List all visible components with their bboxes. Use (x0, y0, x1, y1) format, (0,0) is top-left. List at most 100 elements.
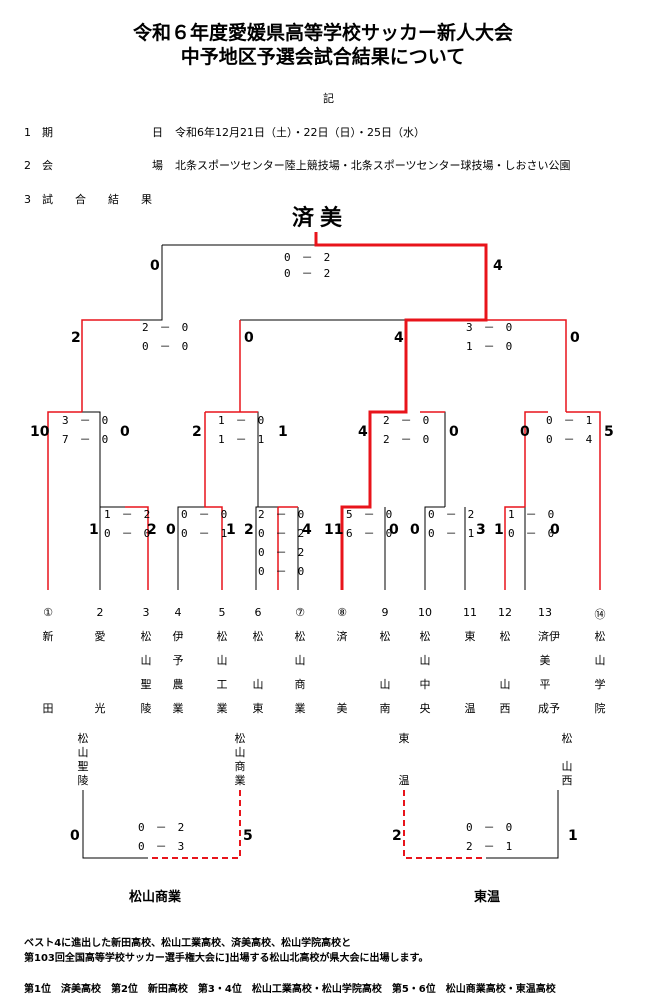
bracket-line (82, 790, 148, 859)
quarter-left-score: 0 (520, 424, 530, 440)
playoff-line-win (403, 790, 486, 859)
team-name: 松山工業 (216, 630, 228, 715)
team-name: 松山南 (379, 630, 391, 715)
semi-score-line: 3 － 0 (466, 321, 513, 334)
venue-value: 北条スポーツセンター陸上競技場・北条スポーツセンター球技場・しおさい公園 (175, 159, 571, 172)
r1-score-line: 2 － 0 (258, 508, 305, 521)
playoff-right-score: 5 (243, 828, 253, 844)
r1-score-line: 1 － 0 (508, 508, 555, 521)
r1-left-score: 11 (324, 522, 344, 538)
bracket-line-win (566, 411, 601, 590)
note-line-2: 第103回全国高等学校サッカー選手権大会に]出場する松山北高校が県大会に出場しま… (24, 953, 429, 964)
team-number: 5 (218, 606, 226, 619)
bracket-line-win (524, 411, 548, 507)
team-name: 松山商業 (294, 630, 306, 715)
bracket-line-win (47, 411, 82, 590)
title-line-1: 令和６年度愛媛県高等学校サッカー新人大会 (132, 22, 513, 44)
playoff-left-score: 2 (392, 828, 402, 844)
team-number: ① (43, 606, 53, 619)
team-number: 2 (96, 606, 104, 619)
bracket-line-win (81, 319, 140, 412)
r1-left-score: 2 (244, 522, 254, 538)
team-number: 3 (142, 606, 150, 619)
team-number: 6 (254, 606, 262, 619)
team-name: 松山西 (499, 630, 511, 715)
results-label: 3 試 合 結 果 (24, 193, 152, 206)
semi-left-score: 2 (71, 330, 81, 346)
r1-score-line: 0 － 1 (181, 527, 228, 540)
bracket-line-win (504, 506, 525, 590)
final-left-score: 0 (150, 258, 160, 274)
r1-score-line: 0 － 0 (181, 508, 228, 521)
r1-right-score: 1 (226, 522, 236, 538)
quarter-left-score: 4 (358, 424, 368, 440)
semi-right-score: 0 (570, 330, 580, 346)
team-number: ⑦ (295, 606, 305, 619)
r1-score-line: 0 － 0 (508, 527, 555, 540)
bracket-line (255, 506, 278, 590)
r1-right-score: 4 (302, 522, 312, 538)
bracket-line-win (125, 506, 149, 590)
quarter-score-line: 1 － 0 (218, 414, 265, 427)
quarter-score-line: 7 － 0 (62, 433, 109, 446)
semi-score-line: 1 － 0 (466, 340, 513, 353)
quarter-score-line: 0 － 4 (546, 433, 593, 446)
bracket-line (486, 790, 559, 859)
playoff-winner: 松山商業 (129, 890, 182, 905)
quarter-right-score: 5 (604, 424, 614, 440)
bracket-line-win (204, 412, 223, 590)
team-name: 松山中央 (419, 630, 431, 715)
r1-left-score: 0 (410, 522, 420, 538)
r1-score-line: 1 － 2 (104, 508, 151, 521)
ki-label: 記 (323, 92, 334, 105)
r1-score-line: 5 － 0 (346, 508, 393, 521)
quarter-score-line: 2 － 0 (383, 433, 430, 446)
quarter-score-line: 1 － 1 (218, 433, 265, 446)
playoff-score-line: 0 － 0 (466, 821, 513, 834)
team-name: 松山聖陵 (140, 630, 152, 715)
team-number: 10 (418, 606, 432, 619)
semi-score-line: 0 － 0 (142, 340, 189, 353)
team-name: 東温 (464, 630, 476, 715)
r1-score-line: 0 － 2 (258, 546, 305, 559)
final-score-line: 0 － 2 (284, 251, 331, 264)
team-name: 松山学院 (594, 630, 606, 715)
r1-left-score: 1 (494, 522, 504, 538)
team-number: ⑧ (337, 606, 347, 619)
quarter-right-score: 0 (449, 424, 459, 440)
period-value: 令和6年12月21日（土）・22日（日）・25日（水） (175, 126, 425, 139)
r1-score-line: 0 － 0 (258, 565, 305, 578)
playoff-right-score: 1 (568, 828, 578, 844)
team-number: 9 (381, 606, 389, 619)
team-number: 11 (463, 606, 477, 619)
team-number: 12 (498, 606, 512, 619)
final-right-score: 4 (493, 258, 503, 274)
final-ranking: 第1位 済美高校 第2位 新田高校 第3・4位 松山工業高校・松山学院高校 第5… (24, 984, 556, 995)
playoff-score-line: 0 － 3 (138, 840, 185, 853)
r1-score-line: 0 － 2 (428, 508, 475, 521)
playoff-team-right: 松山西 (561, 732, 573, 787)
playoff-line-win (148, 790, 241, 859)
quarter-score-line: 3 － 0 (62, 414, 109, 427)
period-label: 1 期 日 (24, 126, 163, 139)
r1-right-score: 3 (476, 522, 486, 538)
bracket-line (140, 245, 163, 321)
champion-name: 済美 (292, 206, 349, 231)
note-line-1: ベスト4に進出した新田高校、松山工業高校、済美高校、松山学院高校と (24, 938, 352, 949)
playoff-score-line: 2 － 1 (466, 840, 513, 853)
semi-score-line: 2 － 0 (142, 321, 189, 334)
bracket-line-win (486, 319, 567, 412)
playoff-score-line: 0 － 2 (138, 821, 185, 834)
r1-score-line: 6 － 0 (346, 527, 393, 540)
quarter-score-line: 2 － 0 (383, 414, 430, 427)
playoff-team-right: 松山商業 (234, 732, 246, 787)
r1-left-score: 1 (89, 522, 99, 538)
bracket-line (424, 506, 445, 590)
r1-score-line: 0 － 2 (258, 527, 305, 540)
playoff-team-left: 松山聖陵 (77, 732, 89, 787)
playoff-left-score: 0 (70, 828, 80, 844)
final-score-line: 0 － 2 (284, 267, 331, 280)
team-name: 済伊美平成予 (538, 630, 560, 715)
playoff-team-left: 東温 (398, 732, 410, 787)
